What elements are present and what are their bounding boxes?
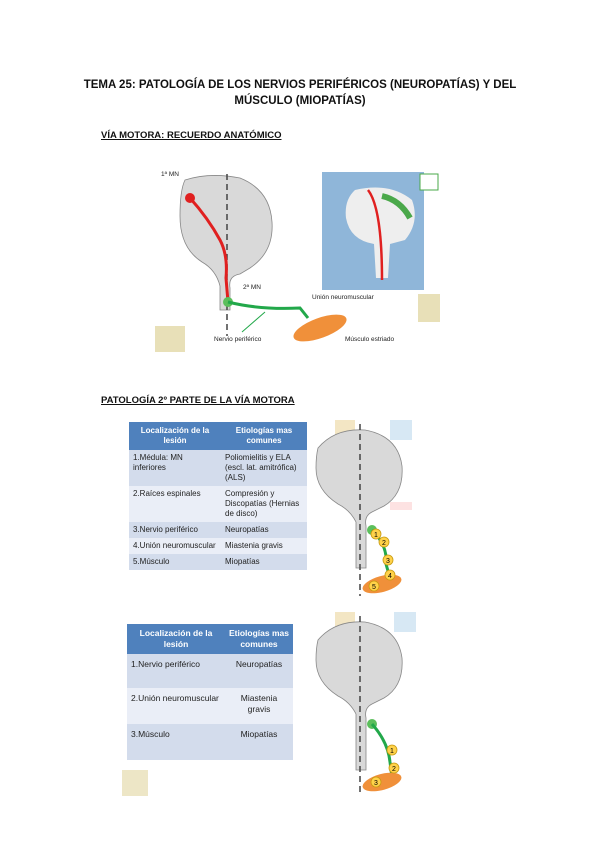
table2-cell: Miastenia gravis — [225, 688, 293, 724]
table1-header-location: Localización de la lesión — [129, 422, 221, 450]
table-row: 2.Unión neuromuscular Miastenia gravis — [127, 688, 293, 724]
table-row: 5.Músculo Miopatías — [129, 554, 307, 570]
pathway-diagram-3: 1 2 3 — [310, 610, 425, 800]
lesion-marker-label: 5 — [372, 584, 376, 591]
table1-cell: 2.Raíces espinales — [129, 486, 221, 522]
table2-cell: Neuropatías — [225, 654, 293, 688]
lesion-marker-label: 1 — [374, 532, 378, 539]
table2-cell: 3.Músculo — [127, 724, 225, 760]
table2-cell: 2.Unión neuromuscular — [127, 688, 225, 724]
table1-cell: Compresión y Discopatías (Hernias de dis… — [221, 486, 307, 522]
label-first-motor-neuron: 1ª MN — [161, 171, 179, 178]
lesion-marker-label: 2 — [392, 766, 396, 773]
table1-cell: Miopatías — [221, 554, 307, 570]
label-peripheral-nerve: Nervio periférico — [214, 336, 261, 343]
lesion-marker-label: 2 — [382, 540, 386, 547]
table1-cell: 4.Unión neuromuscular — [129, 538, 221, 554]
table1-cell: 1.Médula: MN inferiores — [129, 450, 221, 486]
table1-cell: Miastenia gravis — [221, 538, 307, 554]
lesion-marker-label: 1 — [390, 748, 394, 755]
etiology-table-2: Localización de la lesión Etiologías mas… — [127, 624, 293, 760]
table1-cell: Poliomielitis y ELA (escl. lat. amitrófi… — [221, 450, 307, 486]
table-row: 4.Unión neuromuscular Miastenia gravis — [129, 538, 307, 554]
lesion-marker-label: 4 — [388, 573, 392, 580]
pathway-diagram-2: 1 2 3 4 5 — [310, 418, 420, 598]
label-striated-muscle: Músculo estriado — [345, 336, 394, 343]
lesion-marker-label: 3 — [386, 558, 390, 565]
table1-cell: Neuropatías — [221, 522, 307, 538]
motor-pathway-diagram — [150, 160, 450, 360]
table1-cell: 5.Músculo — [129, 554, 221, 570]
doc-title-line2: MÚSCULO (MIOPATÍAS) — [0, 92, 600, 110]
table-row: 1.Nervio periférico Neuropatías — [127, 654, 293, 688]
lesion-marker-label: 3 — [374, 780, 378, 787]
table2-cell: 1.Nervio periférico — [127, 654, 225, 688]
table1-header-etiology: Etiologías mas comunes — [221, 422, 307, 450]
table2-header-etiology: Etiologías mas comunes — [225, 624, 293, 654]
sticky-note-marker — [122, 770, 148, 796]
table2-cell: Miopatías — [225, 724, 293, 760]
etiology-table-1: Localización de la lesión Etiologías mas… — [129, 422, 307, 570]
label-second-motor-neuron: 2ª MN — [243, 284, 261, 291]
table-row: 1.Médula: MN inferiores Poliomielitis y … — [129, 450, 307, 486]
table-row: 2.Raíces espinales Compresión y Discopat… — [129, 486, 307, 522]
section-heading-anatomy: VÍA MOTORA: RECUERDO ANATÓMICO — [101, 130, 282, 141]
table-row: 3.Músculo Miopatías — [127, 724, 293, 760]
label-neuromuscular-junction: Unión neuromuscular — [312, 294, 374, 301]
section-heading-pathology: PATOLOGÍA 2º PARTE DE LA VÍA MOTORA — [101, 395, 295, 406]
table-row: 3.Nervio periférico Neuropatías — [129, 522, 307, 538]
table1-cell: 3.Nervio periférico — [129, 522, 221, 538]
table2-header-location: Localización de la lesión — [127, 624, 225, 654]
